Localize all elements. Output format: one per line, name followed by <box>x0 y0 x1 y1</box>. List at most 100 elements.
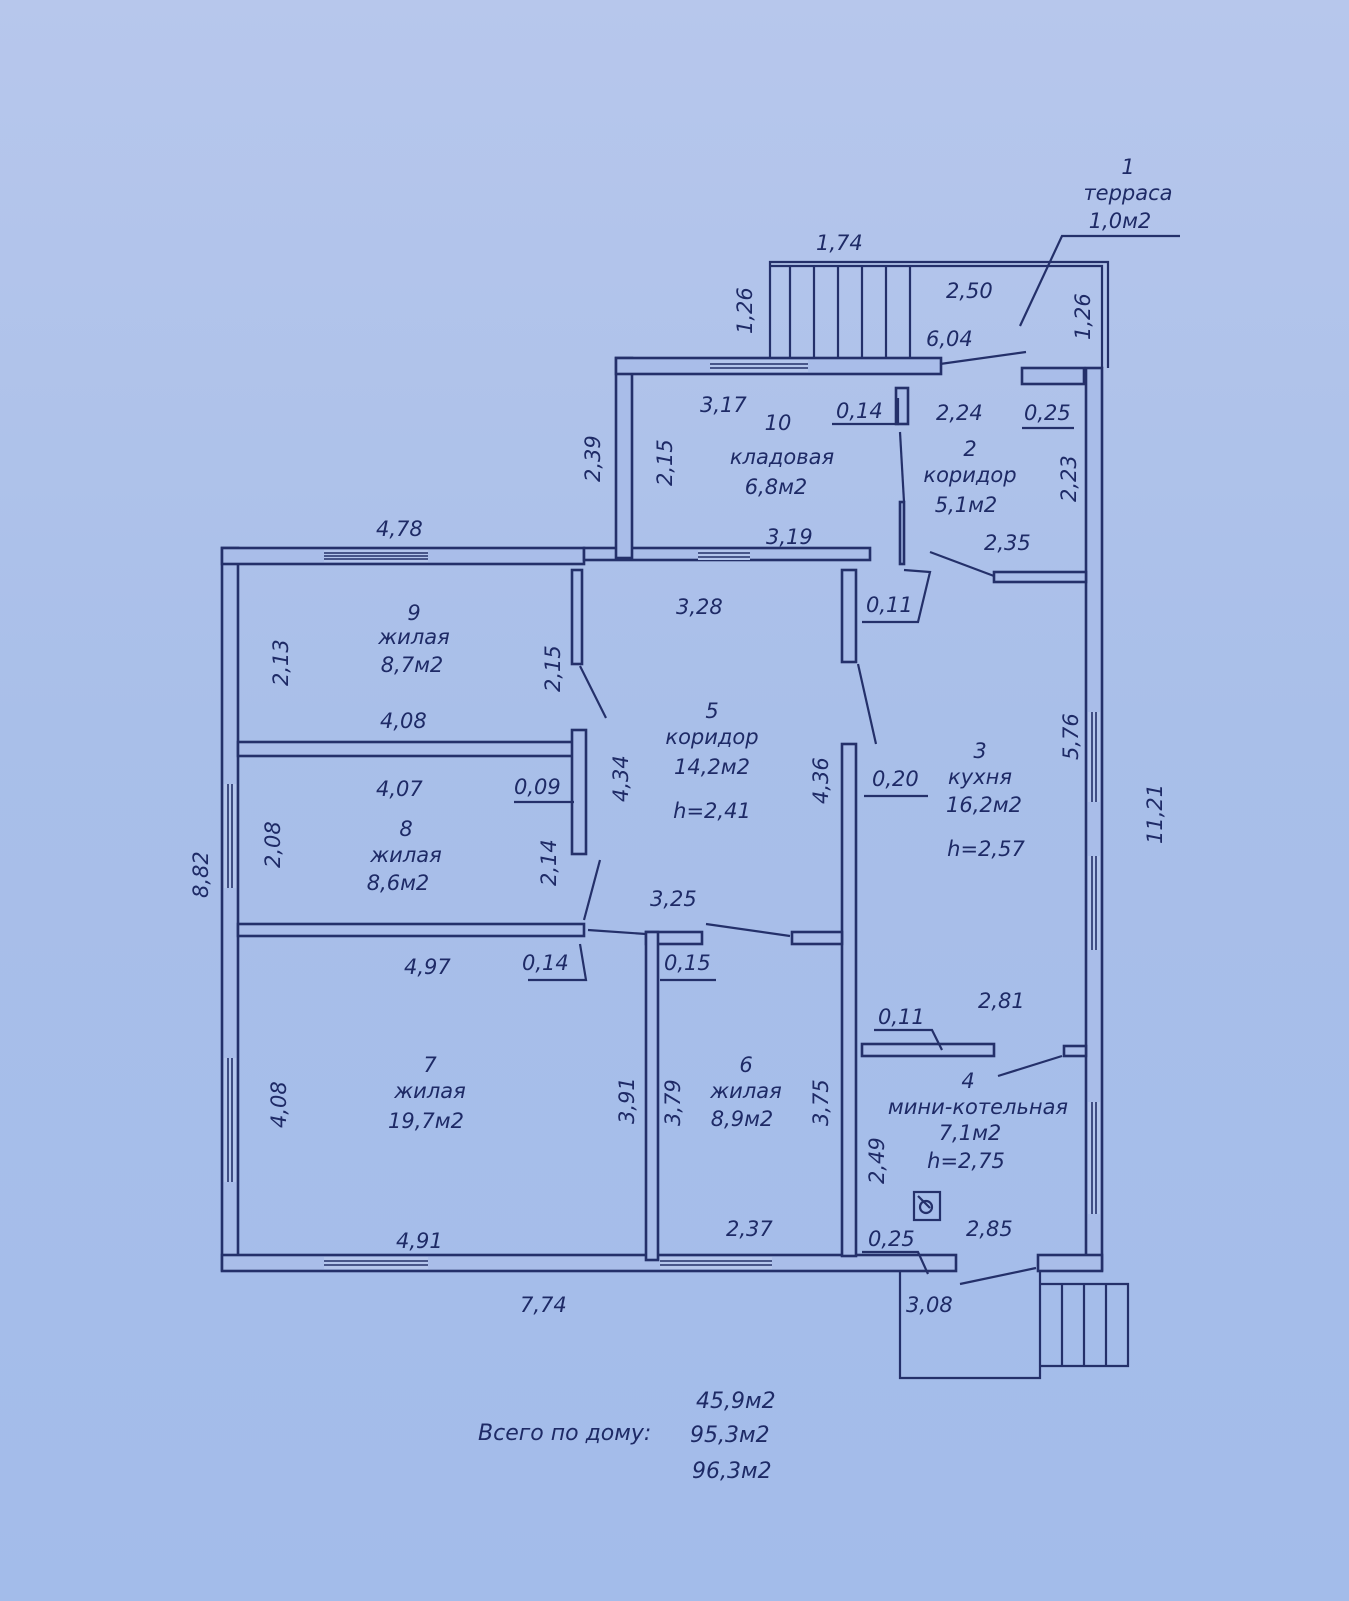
dim-label: 0,14 <box>836 399 883 423</box>
totals-label: Всего по дому: <box>478 1421 651 1446</box>
room-10-label: 10 кладовая 6,8м2 <box>730 411 834 499</box>
dim-label: 3,19 <box>766 525 813 549</box>
dim-label: 4,08 <box>380 709 427 733</box>
window-kitchen-2 <box>1088 856 1100 950</box>
dim-label: 2,35 <box>984 531 1031 555</box>
dimensions: 1,74 1,26 1,26 2,50 6,04 3,17 0,14 2,24 … <box>189 231 1167 1317</box>
totals-value-3: 96,3м2 <box>692 1459 772 1484</box>
boiler-icon <box>912 1190 942 1222</box>
room-labels: 1 терраса 1,0м2 2 коридор 5,1м2 3 кухня … <box>367 155 1173 1173</box>
svg-text:6,8м2: 6,8м2 <box>745 475 808 499</box>
wall-8-7 <box>236 922 586 938</box>
dim-label: 4,08 <box>267 1081 291 1128</box>
room-4-label: 4 мини-котельная 7,1м2 h=2,75 <box>888 1069 1068 1173</box>
room-9-label: 9 жилая 8,7м2 <box>377 601 450 677</box>
svg-text:кухня: кухня <box>948 765 1012 789</box>
dim-label: 5,76 <box>1059 713 1083 760</box>
wall-corridor2-south <box>992 570 1088 584</box>
window-8 <box>224 784 236 888</box>
window-boiler <box>1088 1102 1100 1214</box>
dim-label: 0,09 <box>514 775 561 799</box>
svg-text:7: 7 <box>423 1053 437 1077</box>
svg-text:жилая: жилая <box>369 843 442 867</box>
dim-label: 2,24 <box>936 401 983 425</box>
dim-label: 2,49 <box>865 1137 889 1184</box>
dim-label: 3,08 <box>906 1293 953 1317</box>
svg-text:терраса: терраса <box>1083 181 1172 205</box>
totals-value-1: 45,9м2 <box>696 1389 776 1414</box>
window-corridor5 <box>698 550 750 560</box>
room-8-label: 8 жилая 8,6м2 <box>367 817 442 895</box>
dim-label: 0,25 <box>868 1227 915 1251</box>
window-7-west <box>224 1058 236 1182</box>
svg-text:9: 9 <box>407 601 420 625</box>
svg-text:h=2,57: h=2,57 <box>947 837 1025 861</box>
dim-label: 2,08 <box>261 821 285 868</box>
dim-label: 2,14 <box>537 839 561 886</box>
dim-label: 2,81 <box>978 989 1025 1013</box>
dim-label: 0,25 <box>1024 401 1071 425</box>
porch-south <box>898 1271 1042 1380</box>
svg-text:5,1м2: 5,1м2 <box>935 493 998 517</box>
wall-6-west <box>644 930 660 1262</box>
svg-text:10: 10 <box>765 411 792 435</box>
dim-label: 6,04 <box>926 327 973 351</box>
svg-text:16,2м2: 16,2м2 <box>946 793 1022 817</box>
wall-corridor2-north <box>1020 366 1086 386</box>
window-storeroom <box>710 360 808 372</box>
svg-text:кладовая: кладовая <box>730 445 834 469</box>
wall-storeroom-west <box>614 356 634 560</box>
svg-text:2: 2 <box>963 437 976 461</box>
svg-text:h=2,75: h=2,75 <box>927 1149 1005 1173</box>
wall-boiler-stub <box>1062 1044 1088 1058</box>
door-swings <box>579 431 1063 1286</box>
svg-text:8,9м2: 8,9м2 <box>711 1107 774 1131</box>
svg-text:14,2м2: 14,2м2 <box>674 755 750 779</box>
dim-label: 3,25 <box>650 887 697 911</box>
window-7-south <box>324 1257 428 1269</box>
dim-label: 2,15 <box>653 439 677 486</box>
svg-text:7,1м2: 7,1м2 <box>939 1121 1002 1145</box>
svg-text:жилая: жилая <box>709 1079 782 1103</box>
svg-text:1: 1 <box>1121 155 1134 179</box>
dim-label: 0,11 <box>878 1005 925 1029</box>
dim-label: 0,20 <box>872 767 919 791</box>
dim-label: 3,17 <box>700 393 747 417</box>
dim-label: 2,13 <box>269 639 293 686</box>
dim-label: 1,74 <box>816 231 863 255</box>
dim-label: 8,82 <box>189 851 213 898</box>
wall-south-east <box>1036 1253 1104 1273</box>
room-6-label: 6 жилая 8,9м2 <box>709 1053 782 1131</box>
room-1-label: 1 терраса 1,0м2 <box>1083 155 1172 233</box>
window-kitchen-1 <box>1088 712 1100 802</box>
dim-label: 2,15 <box>541 645 565 692</box>
dim-label: 3,75 <box>809 1079 833 1126</box>
svg-text:5: 5 <box>705 699 718 723</box>
room-2-label: 2 коридор 5,1м2 <box>923 437 1016 517</box>
dim-label: 4,07 <box>376 777 423 801</box>
wall-corridor5-west-upper <box>570 568 584 666</box>
svg-text:8,7м2: 8,7м2 <box>381 653 444 677</box>
svg-text:4: 4 <box>961 1069 974 1093</box>
dim-label: 3,79 <box>661 1079 685 1126</box>
svg-text:19,7м2: 19,7м2 <box>388 1109 464 1133</box>
dim-label: 1,26 <box>733 287 757 334</box>
dim-label: 2,39 <box>581 435 605 482</box>
dim-label: 4,36 <box>809 757 833 804</box>
room-5-label: 5 коридор 14,2м2 h=2,41 <box>665 699 758 823</box>
dim-label: 2,23 <box>1057 455 1081 502</box>
totals-value-2: 95,3м2 <box>690 1423 770 1448</box>
terrace-inner-outline <box>770 264 1104 368</box>
leader-lines <box>514 234 1180 1275</box>
windows <box>224 360 1100 1269</box>
window-6 <box>660 1257 772 1269</box>
svg-text:6: 6 <box>739 1053 752 1077</box>
stairs-south <box>1040 1282 1130 1368</box>
dim-label: 4,78 <box>376 517 423 541</box>
dim-label: 0,11 <box>866 593 913 617</box>
dim-label: 2,37 <box>726 1217 773 1241</box>
svg-text:3: 3 <box>973 739 986 763</box>
dim-label: 3,28 <box>676 595 723 619</box>
dim-label: 3,91 <box>615 1077 639 1124</box>
svg-text:коридор: коридор <box>665 725 758 749</box>
